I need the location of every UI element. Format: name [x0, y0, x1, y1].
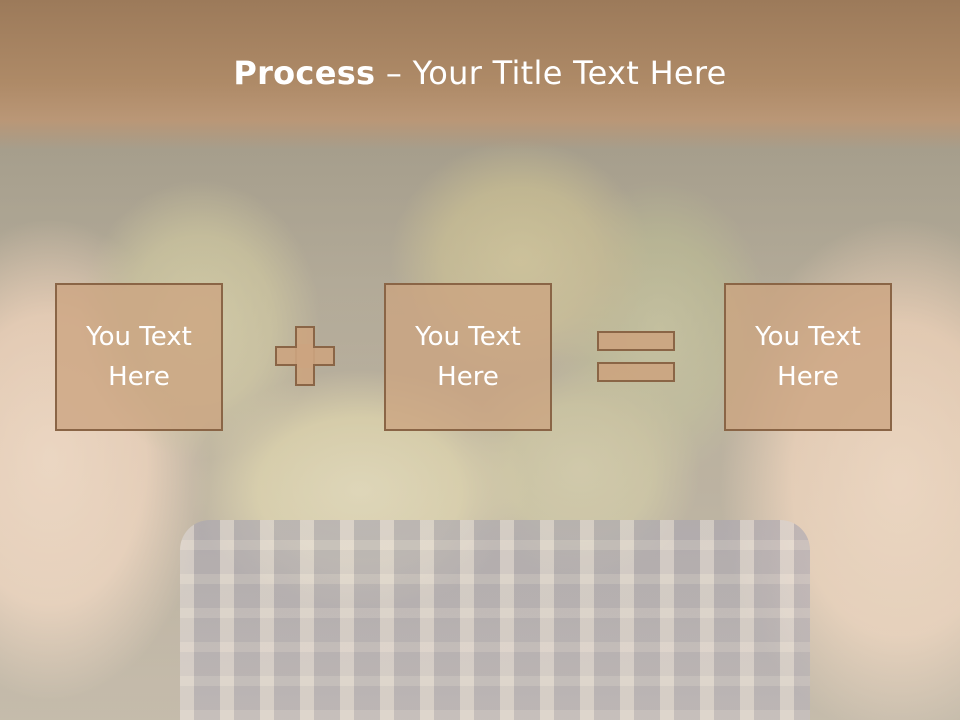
title-strong: Process [233, 54, 376, 92]
text-box-3[interactable]: You Text Here [724, 283, 892, 431]
text-box-1[interactable]: You Text Here [55, 283, 223, 431]
slide-title[interactable]: Process – Your Title Text Here [0, 54, 960, 92]
title-band [0, 0, 960, 150]
title-rest: – Your Title Text Here [375, 54, 727, 92]
equals-icon [597, 331, 675, 383]
text-box-2[interactable]: You Text Here [384, 283, 552, 431]
plus-icon [275, 326, 335, 386]
